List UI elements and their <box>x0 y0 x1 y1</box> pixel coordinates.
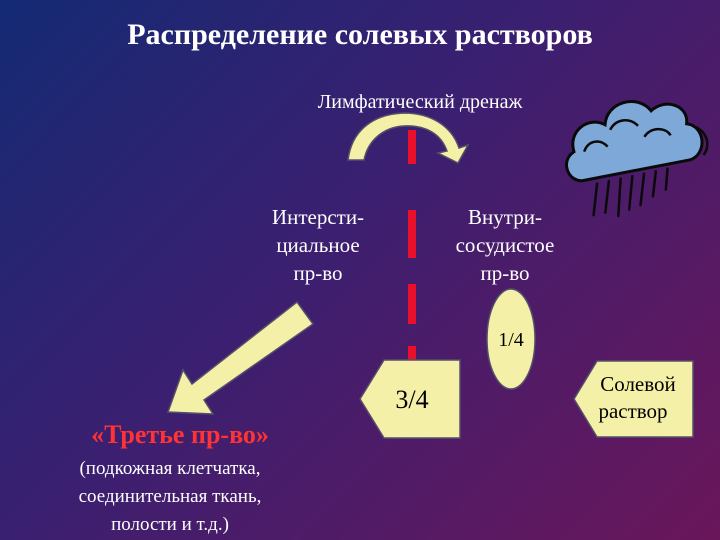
quarter-label: 1/4 <box>498 329 524 351</box>
lymphatic-drainage-label: Лимфатический дренаж <box>317 91 523 113</box>
saline-label-line2: раствор <box>598 399 667 423</box>
intravascular-space-label: Внутри- сосудистое пр-во <box>455 205 555 285</box>
saline-label-line1: Солевой <box>600 372 676 396</box>
third-space-description: (подкожная клетчатка, соединительная тка… <box>78 458 262 535</box>
quarter-oval: 1/4 <box>486 288 536 390</box>
three-quarters-arrow: 3/4 <box>359 359 461 439</box>
third-space-arrow <box>166 300 315 415</box>
interstitial-space-label: Интерсти- циальное пр-во <box>271 205 365 285</box>
rain-cloud-icon <box>565 100 709 218</box>
saline-arrow: Солевой раствор <box>573 360 694 438</box>
lymph-curved-arrow <box>347 112 470 164</box>
third-space-title: «Третье пр-во» <box>91 420 269 449</box>
three-quarters-label: 3/4 <box>395 385 428 414</box>
slide-title: Распределение солевых растворов <box>127 18 593 51</box>
